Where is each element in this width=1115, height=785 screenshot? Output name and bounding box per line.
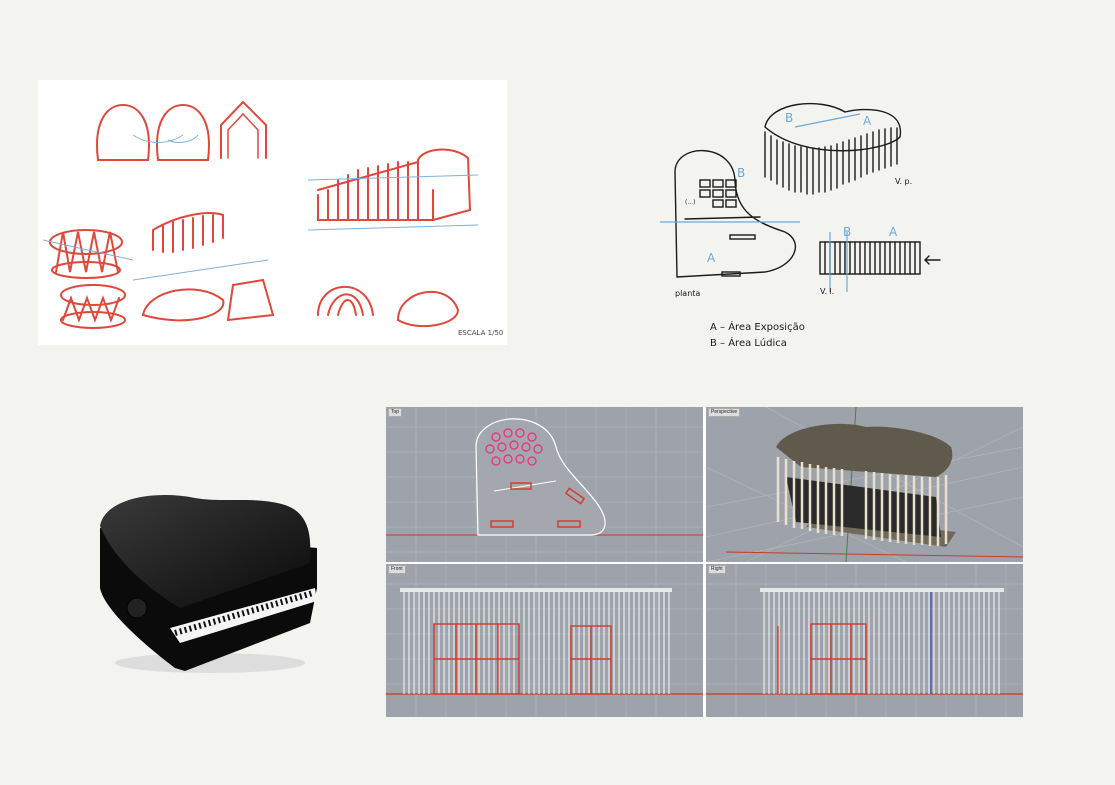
legend-line-1: A – Área Exposição bbox=[710, 320, 805, 333]
piano-object-photo bbox=[95, 493, 325, 678]
right-view-drawing bbox=[706, 564, 1023, 717]
label-a-plan: A bbox=[707, 251, 716, 265]
viewport-front[interactable]: Front bbox=[386, 564, 703, 717]
pen-sketch: B A A B B A V. p. (...) planta V. l. A –… bbox=[655, 92, 945, 352]
right-red-frames bbox=[777, 623, 867, 695]
sharpener-hole bbox=[126, 597, 148, 619]
label-b-plan: B bbox=[737, 166, 745, 180]
label-vp: V. p. bbox=[895, 177, 912, 186]
viewport-label-right[interactable]: Right bbox=[708, 565, 726, 574]
perspective-pavilion-sketch bbox=[764, 102, 901, 195]
benches bbox=[490, 482, 586, 528]
box-sketch bbox=[226, 278, 275, 322]
seating-circles bbox=[485, 428, 543, 466]
crown-sketch bbox=[49, 229, 123, 279]
viewport-label-front[interactable]: Front bbox=[388, 565, 406, 574]
concept-sketches-drawing: ESCALA 1/50 bbox=[42, 100, 503, 337]
front-view-drawing bbox=[386, 564, 703, 717]
piano-lid bbox=[100, 495, 311, 608]
dome-sketch bbox=[141, 288, 225, 322]
legend-line-2: B – Área Lúdica bbox=[710, 336, 787, 349]
arch-cluster-sketch bbox=[317, 285, 374, 316]
concept-sketches-sheet: ESCALA 1/50 bbox=[38, 80, 507, 345]
front-red-frames bbox=[433, 623, 612, 695]
shell-sketch bbox=[396, 291, 460, 328]
elevation-sketch bbox=[819, 241, 941, 275]
label-a-elev: A bbox=[889, 225, 898, 239]
viewport-label-top[interactable]: Top bbox=[388, 408, 403, 417]
pergola-sketch bbox=[152, 212, 224, 253]
right-roof bbox=[760, 588, 1004, 592]
right-columns bbox=[763, 592, 1000, 694]
label-a-top: A bbox=[863, 114, 872, 128]
label-ellipsis: (...) bbox=[685, 199, 695, 206]
label-planta: planta bbox=[675, 289, 700, 298]
section-sketch-3 bbox=[220, 100, 267, 159]
scale-label: ESCALA 1/50 bbox=[458, 329, 503, 337]
section-sketch-2 bbox=[156, 103, 210, 161]
pavilion-columns bbox=[776, 457, 948, 546]
top-view-drawing bbox=[386, 407, 703, 562]
label-b-elev: B bbox=[843, 225, 851, 239]
ring-sketch bbox=[60, 284, 126, 329]
piano-object-drawing bbox=[100, 495, 317, 673]
section-sketch-1 bbox=[96, 103, 150, 161]
viewport-perspective[interactable]: Perspective bbox=[706, 407, 1023, 562]
viewport-right[interactable]: Right bbox=[706, 564, 1023, 717]
cad-viewports: Top Perspective bbox=[386, 407, 1023, 717]
piano-plan-outline bbox=[475, 418, 606, 536]
front-roof bbox=[400, 588, 672, 592]
viewport-label-perspective[interactable]: Perspective bbox=[708, 408, 741, 417]
perspective-view-drawing bbox=[706, 407, 1023, 562]
viewport-top[interactable]: Top bbox=[386, 407, 703, 562]
front-columns bbox=[403, 592, 670, 694]
label-b-top: B bbox=[785, 111, 793, 125]
floor-plan-sketch bbox=[674, 150, 797, 278]
pavilion-roof bbox=[776, 423, 953, 477]
colonnade-sketch bbox=[317, 148, 472, 221]
label-vl: V. l. bbox=[820, 287, 834, 296]
pen-sketch-drawing: B A A B B A V. p. (...) planta V. l. A –… bbox=[660, 102, 941, 349]
